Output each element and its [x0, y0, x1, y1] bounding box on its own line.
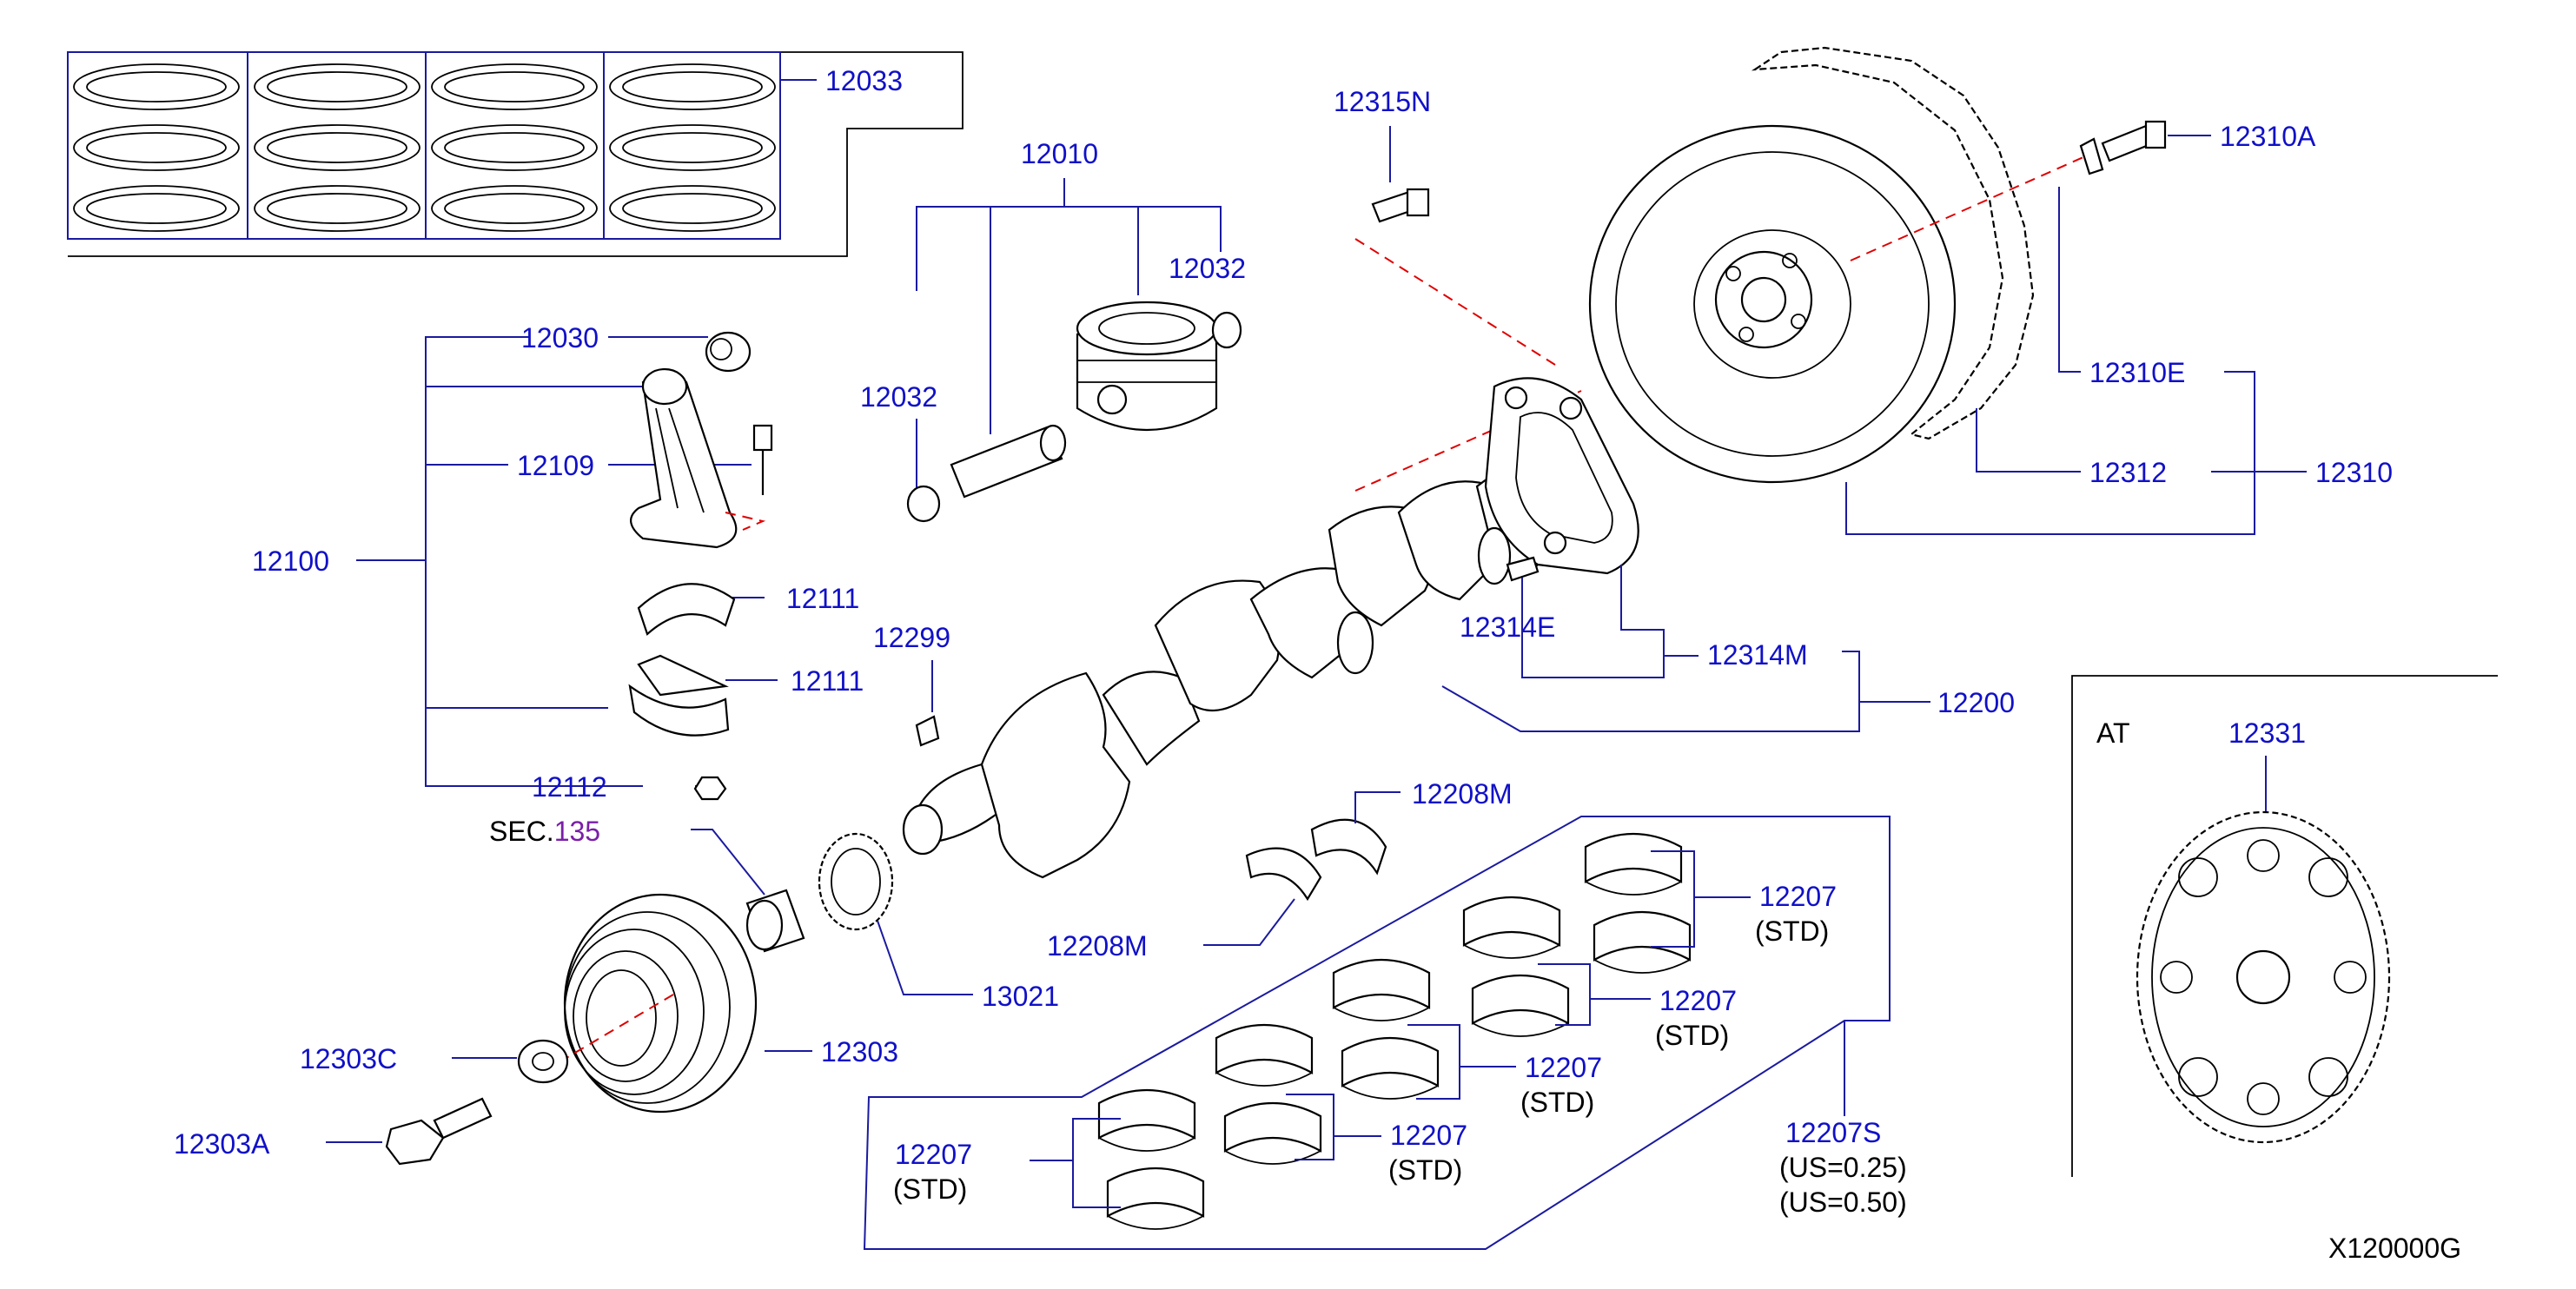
sec-number[interactable]: 135 — [554, 816, 600, 847]
label-12111-upper: 12111 — [786, 583, 859, 614]
label-12310: 12310 — [2315, 457, 2393, 488]
pulley-washer — [517, 1039, 569, 1084]
label-12207-2: 12207 — [1659, 985, 1737, 1016]
flywheel-assembly — [1588, 46, 2167, 484]
piston-ring-set-3 — [431, 63, 598, 232]
label-12208M-lower: 12208M — [1047, 930, 1148, 962]
label-12299: 12299 — [873, 622, 950, 653]
label-12208M-upper: 12208M — [1412, 778, 1513, 810]
label-12315N: 12315N — [1334, 86, 1431, 117]
undersize-050: (US=0.50) — [1779, 1187, 1907, 1218]
label-12032-right: 12032 — [1169, 253, 1246, 284]
label-12207-4: 12207 — [1390, 1120, 1467, 1151]
label-12207-3: 12207 — [1525, 1052, 1602, 1083]
label-12100: 12100 — [252, 545, 329, 577]
piston-assembly: 12010 12032 12032 — [860, 138, 1246, 523]
label-12109: 12109 — [517, 450, 594, 481]
std-1: (STD) — [1755, 916, 1829, 947]
label-at: AT — [2096, 717, 2130, 749]
label-12032-left: 12032 — [860, 381, 937, 413]
label-12310E: 12310E — [2089, 357, 2185, 388]
drive-plate — [2136, 810, 2391, 1144]
sec-prefix: SEC. — [489, 816, 554, 847]
label-12207S: 12207S — [1785, 1117, 1881, 1148]
crank-sprocket — [818, 832, 894, 931]
label-12010: 12010 — [1021, 138, 1098, 169]
label-12207-5: 12207 — [895, 1139, 972, 1170]
label-12310A: 12310A — [2220, 121, 2316, 152]
label-12303A: 12303A — [174, 1128, 270, 1160]
label-12200: 12200 — [1937, 687, 2015, 718]
label-12314E: 12314E — [1460, 611, 1555, 643]
piston-ring-set-1 — [73, 63, 240, 232]
label-12207-1: 12207 — [1759, 881, 1837, 912]
label-13021: 13021 — [982, 981, 1059, 1012]
piston-ring-set-group — [67, 51, 964, 257]
label-12303: 12303 — [821, 1036, 898, 1068]
label-12112: 12112 — [532, 771, 607, 803]
piston-ring-set-4 — [609, 63, 776, 232]
connecting-rod-group: 12030 12109 12100 12111 12111 12112 — [252, 322, 864, 803]
undersize-025: (US=0.25) — [1779, 1152, 1907, 1183]
std-3: (STD) — [1520, 1087, 1594, 1118]
diagram-code: X120000G — [2328, 1233, 2461, 1264]
pulley-bolt — [385, 1097, 493, 1166]
label-12331: 12331 — [2228, 717, 2306, 749]
thrust-bearings — [1245, 818, 1387, 902]
std-4: (STD) — [1388, 1154, 1462, 1186]
label-12314M: 12314M — [1707, 639, 1808, 671]
label-12030: 12030 — [521, 322, 599, 354]
label-12312: 12312 — [2089, 457, 2167, 488]
piston-ring-set-2 — [254, 63, 421, 232]
label-12033: 12033 — [825, 65, 903, 96]
label-12111-lower: 12111 — [791, 665, 864, 697]
std-2: (STD) — [1655, 1020, 1729, 1051]
label-sec: SEC.135 — [489, 816, 600, 847]
std-5: (STD) — [893, 1173, 967, 1205]
crank-pulley — [563, 893, 758, 1114]
label-12303C: 12303C — [300, 1043, 397, 1074]
signal-plate — [1484, 377, 1639, 582]
